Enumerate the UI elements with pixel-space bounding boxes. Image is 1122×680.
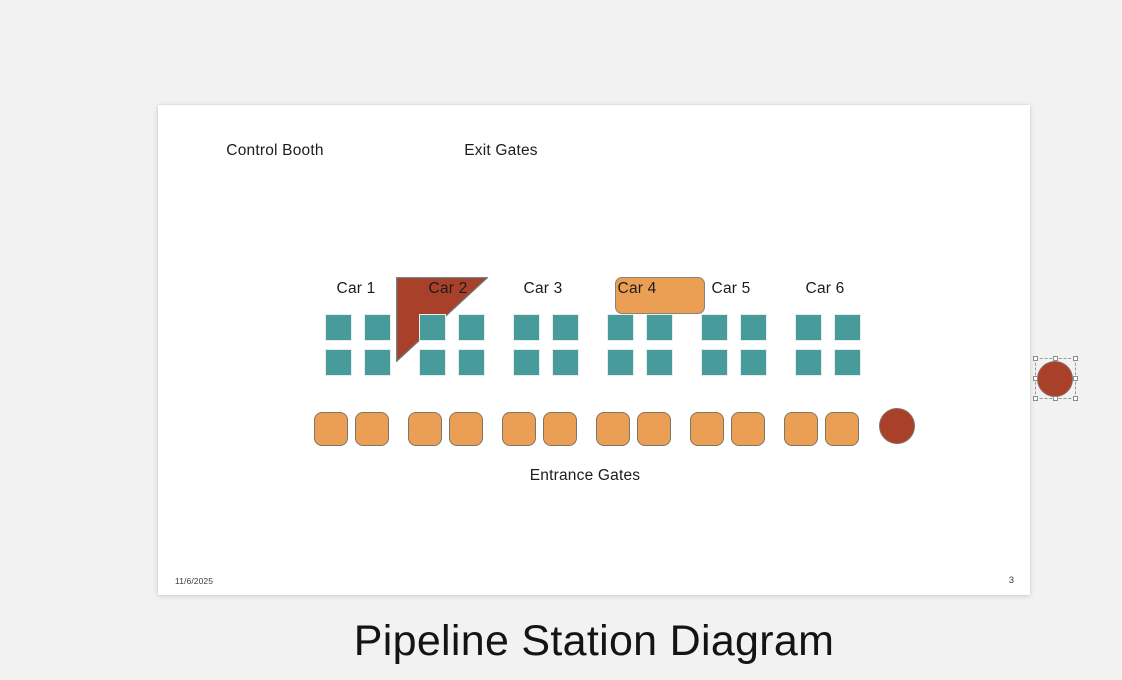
seat[interactable]	[607, 349, 634, 376]
resize-handle-nw[interactable]	[1033, 356, 1038, 361]
seat[interactable]	[607, 314, 634, 341]
car-seats-2[interactable]	[419, 314, 485, 376]
control-booth-label: Control Booth	[226, 142, 324, 159]
resize-handle-ne[interactable]	[1073, 356, 1078, 361]
car-seats-6[interactable]	[795, 314, 861, 376]
resize-handle-se[interactable]	[1073, 396, 1078, 401]
car-seats-5[interactable]	[701, 314, 767, 376]
resize-handle-n[interactable]	[1052, 356, 1058, 361]
car-label-2: Car 2	[428, 280, 468, 297]
slide-canvas[interactable]: Control Booth Exit Gates Car 1 Car 2 Car…	[158, 105, 1078, 665]
exit-gates-rectangle-shape[interactable]	[615, 277, 705, 314]
car-label-3: Car 3	[523, 280, 563, 297]
entrance-gate[interactable]	[731, 412, 765, 446]
seat[interactable]	[458, 314, 485, 341]
seat[interactable]	[552, 314, 579, 341]
seat[interactable]	[325, 314, 352, 341]
entrance-gate[interactable]	[543, 412, 577, 446]
selection-frame[interactable]	[1033, 356, 1078, 401]
entrance-gate[interactable]	[690, 412, 724, 446]
car-seats-1[interactable]	[325, 314, 391, 376]
footer-page-number: 3	[1008, 575, 1014, 586]
seat[interactable]	[740, 349, 767, 376]
seat[interactable]	[646, 349, 673, 376]
entrance-gate[interactable]	[408, 412, 442, 446]
car-label-5: Car 5	[711, 280, 751, 297]
seat[interactable]	[795, 349, 822, 376]
resize-handle-e[interactable]	[1073, 375, 1078, 381]
car-label-1: Car 1	[336, 280, 376, 297]
car-label-4: Car 4	[617, 280, 657, 297]
slide-title[interactable]: Pipeline Station Diagram	[353, 617, 835, 665]
entrance-gate-pair-2[interactable]	[408, 412, 483, 446]
footer-date: 11/6/2025	[175, 576, 214, 586]
seat[interactable]	[513, 314, 540, 341]
seat[interactable]	[364, 314, 391, 341]
seat[interactable]	[740, 314, 767, 341]
entrance-gate[interactable]	[449, 412, 483, 446]
seat[interactable]	[458, 349, 485, 376]
entrance-gate[interactable]	[502, 412, 536, 446]
entrance-gate-pair-6[interactable]	[784, 412, 859, 446]
entrance-gate-pair-5[interactable]	[690, 412, 765, 446]
seat[interactable]	[701, 349, 728, 376]
seat[interactable]	[364, 349, 391, 376]
seat[interactable]	[552, 349, 579, 376]
loose-circle-shape[interactable]	[879, 408, 915, 444]
seat[interactable]	[419, 314, 446, 341]
entrance-gate-pair-4[interactable]	[596, 412, 671, 446]
entrance-gate-pair-3[interactable]	[502, 412, 577, 446]
seat[interactable]	[513, 349, 540, 376]
entrance-gate[interactable]	[314, 412, 348, 446]
entrance-gate-pair-1[interactable]	[314, 412, 389, 446]
entrance-gate[interactable]	[596, 412, 630, 446]
car-label-6: Car 6	[805, 280, 845, 297]
entrance-gate[interactable]	[825, 412, 859, 446]
resize-handle-w[interactable]	[1033, 375, 1038, 381]
exit-gates-label: Exit Gates	[464, 142, 538, 159]
entrance-gate[interactable]	[637, 412, 671, 446]
seat[interactable]	[834, 314, 861, 341]
seat[interactable]	[795, 314, 822, 341]
resize-handle-sw[interactable]	[1033, 396, 1038, 401]
car-seats-3[interactable]	[513, 314, 579, 376]
seat[interactable]	[646, 314, 673, 341]
seat[interactable]	[701, 314, 728, 341]
seat[interactable]	[419, 349, 446, 376]
entrance-gate[interactable]	[784, 412, 818, 446]
entrance-gate[interactable]	[355, 412, 389, 446]
seat[interactable]	[834, 349, 861, 376]
resize-handle-s[interactable]	[1052, 396, 1058, 401]
car-seats-4[interactable]	[607, 314, 673, 376]
seat[interactable]	[325, 349, 352, 376]
entrance-gates-label: Entrance Gates	[529, 467, 641, 484]
